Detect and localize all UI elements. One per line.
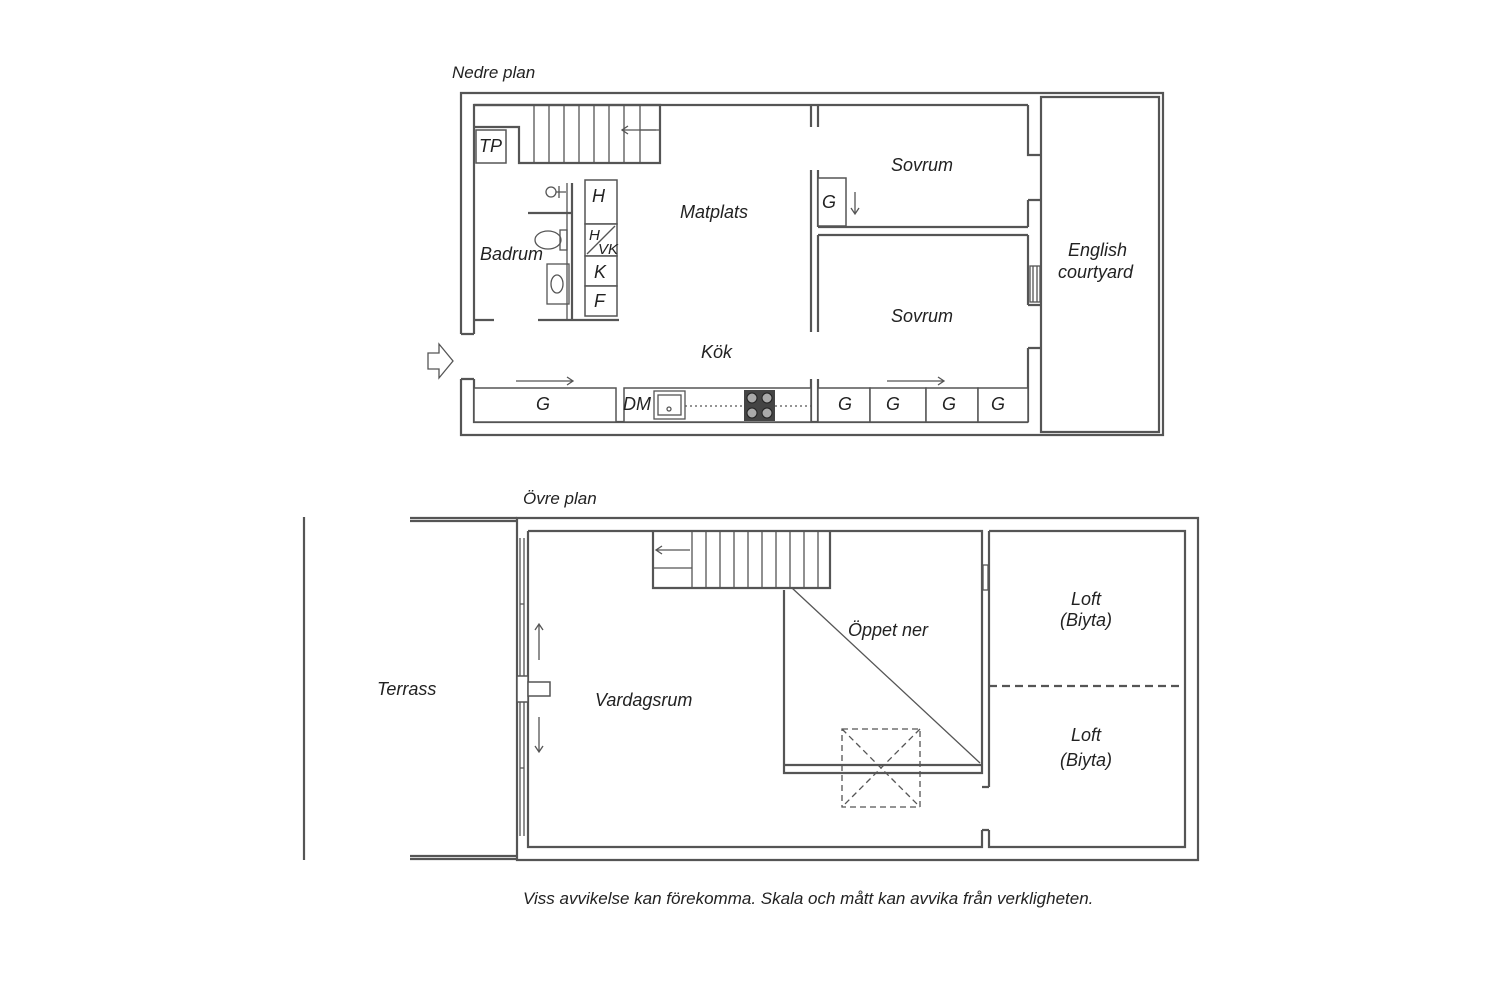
lower-stair xyxy=(474,103,662,165)
room-loft-1-sub: (Biyta) xyxy=(1060,610,1112,630)
room-kok: Kök xyxy=(701,342,733,362)
toilet-icon xyxy=(534,229,568,251)
tp-label: TP xyxy=(479,136,502,156)
shower-icon xyxy=(545,186,566,198)
room-terrass: Terrass xyxy=(377,679,436,699)
room-loft-2: Loft xyxy=(1071,725,1102,745)
room-loft-1: Loft xyxy=(1071,589,1102,609)
open-to-below-diagonal xyxy=(791,587,981,764)
room-sovrum-2: Sovrum xyxy=(891,306,953,326)
room-english-courtyard-1: English xyxy=(1068,240,1127,260)
fixture-dm: DM xyxy=(623,394,651,414)
door-arrow-icon-down xyxy=(534,717,544,754)
upper-stair-arrow-icon xyxy=(654,545,690,555)
stove-icon xyxy=(744,390,775,421)
room-badrum: Badrum xyxy=(480,244,543,264)
lower-floor-title: Nedre plan xyxy=(452,63,535,82)
bedroom-closet xyxy=(817,177,847,227)
room-loft-2-sub: (Biyta) xyxy=(1060,750,1112,770)
upper-stair xyxy=(651,531,832,590)
stair-direction-arrow-icon xyxy=(620,125,656,135)
room-vardagsrum: Vardagsrum xyxy=(595,690,692,710)
upper-floor-title: Övre plan xyxy=(523,489,597,508)
fixture-g-entry: G xyxy=(536,394,550,414)
wardrobe-arrow-icon-1 xyxy=(516,376,575,386)
appliance-column xyxy=(584,179,619,322)
upper-floor: Övre plan Terrass xyxy=(302,489,1200,862)
bottom-cabinets xyxy=(473,376,1029,423)
closet-arrow-icon xyxy=(850,192,860,216)
fixture-g-row-3: G xyxy=(942,394,956,414)
sink-icon xyxy=(653,390,686,420)
room-english-courtyard-2: courtyard xyxy=(1058,262,1134,282)
entrance-arrow-icon xyxy=(427,342,454,380)
fixture-f: F xyxy=(594,291,606,311)
lower-floor: Nedre plan TP xyxy=(427,63,1165,437)
room-oppet-ner: Öppet ner xyxy=(848,620,929,640)
tp-cabinet xyxy=(475,129,507,164)
bathroom xyxy=(474,183,584,322)
door-arrow-icon-up xyxy=(534,622,544,660)
wardrobe-arrow-icon-2 xyxy=(887,376,946,386)
upper-exterior-walls xyxy=(515,516,1200,862)
fixture-g-row-1: G xyxy=(838,394,852,414)
fixture-h: H xyxy=(592,186,606,206)
terrace xyxy=(302,516,517,861)
fixture-k: K xyxy=(594,262,607,282)
bedroom-walls xyxy=(809,105,1041,422)
fixture-g-bedroom: G xyxy=(822,192,836,212)
room-matplats: Matplats xyxy=(680,202,748,222)
fixture-g-row-4: G xyxy=(991,394,1005,414)
fixture-vk: VK xyxy=(598,241,619,258)
disclaimer-text: Viss avvikelse kan förekomma. Skala och … xyxy=(523,889,1093,908)
room-sovrum-1: Sovrum xyxy=(891,155,953,175)
fixture-g-row-2: G xyxy=(886,394,900,414)
fixture-h-small: H xyxy=(589,227,600,244)
skylight-dashed xyxy=(841,728,921,808)
washbasin-icon xyxy=(546,263,570,305)
